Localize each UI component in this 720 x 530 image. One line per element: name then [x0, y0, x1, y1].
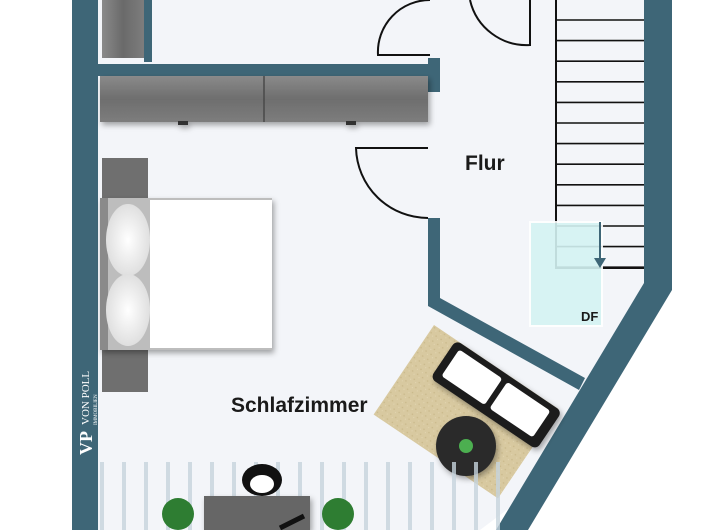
sofa-cushion-left: [442, 350, 502, 404]
brand-initials: VP: [76, 431, 96, 455]
nightstand-bottom: [102, 350, 148, 392]
wall-stub-top: [144, 0, 152, 62]
brand-name: VON POLL: [80, 371, 92, 425]
corridor-wall-upper: [428, 58, 440, 92]
coffee-table-plant: [459, 439, 473, 453]
railing-bar: [496, 462, 500, 530]
room-label-flur: Flur: [465, 152, 505, 175]
corridor-wall-lower: [428, 218, 585, 390]
desk-chair-seat: [250, 475, 274, 493]
pillow-top: [106, 204, 150, 276]
interior-walls: [98, 0, 585, 390]
sofa-cushion-right: [490, 383, 550, 437]
nightstand-top: [102, 158, 148, 200]
right-outer-wall: [496, 0, 672, 530]
stair-direction-arrow: [594, 222, 606, 268]
railing-bar: [188, 462, 192, 530]
wardrobe: [100, 76, 428, 125]
bed-headboard: [100, 198, 108, 350]
bed-mattress: [150, 200, 272, 348]
railing-bar: [166, 462, 170, 530]
plant-left: [162, 498, 194, 530]
skylight: [529, 221, 603, 327]
left-outer-wall: [72, 0, 98, 530]
railing-bar: [320, 462, 324, 530]
railing-bar: [386, 462, 390, 530]
door-flur: [354, 147, 429, 219]
plant-right: [322, 498, 354, 530]
door-top-left: [376, 0, 430, 56]
railing-bar: [144, 462, 148, 530]
railing-bar: [364, 462, 368, 530]
railing-bar: [430, 462, 434, 530]
pillow-bottom: [106, 274, 150, 346]
doors: [354, 0, 531, 219]
room-label-schlafzimmer: Schlafzimmer: [231, 394, 368, 417]
rug: [373, 325, 559, 499]
railing-bar: [122, 462, 126, 530]
desk-area: [162, 464, 354, 530]
living-set: [373, 325, 560, 499]
brand-logo: VP VON POLL IMMOBILIEN: [76, 371, 99, 455]
desk-lamp: [278, 513, 306, 530]
desk: [204, 496, 310, 530]
railing-bar: [100, 462, 104, 530]
skylight-label: DF: [581, 309, 598, 324]
brand-tagline: IMMOBILIEN: [94, 394, 99, 425]
railing-bar: [474, 462, 478, 530]
outer-walls: [72, 0, 672, 530]
railing-bar: [342, 462, 346, 530]
railing-bar: [452, 462, 456, 530]
door-top-right: [469, 0, 531, 47]
wardrobe-top-left: [102, 0, 144, 58]
bed: [100, 158, 272, 392]
railing-bar: [408, 462, 412, 530]
bedroom-north-wall: [98, 64, 440, 76]
